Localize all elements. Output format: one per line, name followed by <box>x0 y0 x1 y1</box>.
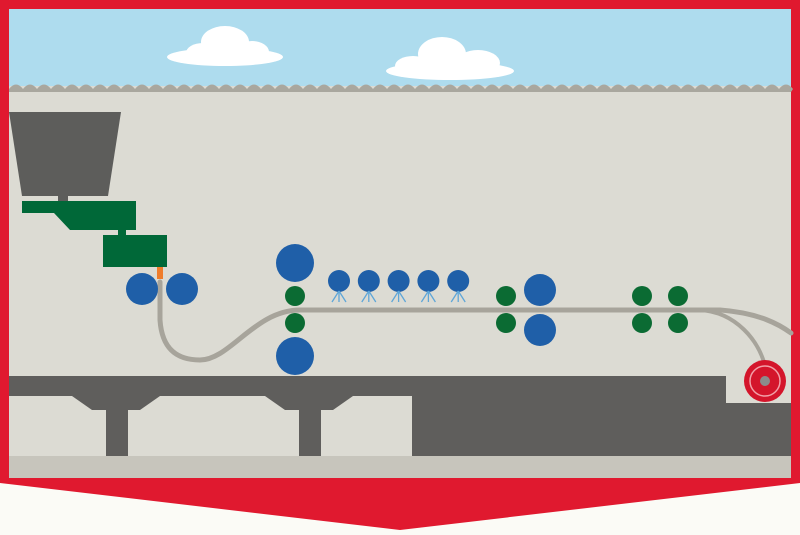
roller-icon <box>668 286 688 306</box>
roller-icon <box>166 273 198 305</box>
spray-nozzle-icon <box>417 270 440 303</box>
roller-icon <box>276 337 314 375</box>
metal-strip <box>157 279 794 363</box>
spray-nozzle-icon <box>328 270 350 303</box>
table-support-left <box>106 408 128 456</box>
wall-edge <box>9 84 793 92</box>
roller-icon <box>632 286 652 306</box>
table-support-right <box>299 408 321 456</box>
spray-nozzle-icon <box>447 270 470 303</box>
roller-icon <box>524 314 556 346</box>
sky <box>9 9 791 89</box>
cloud-icon <box>386 37 514 80</box>
feeder-connector <box>118 230 126 236</box>
hopper-spout <box>58 196 68 202</box>
mill-base <box>412 376 726 456</box>
coil-icon <box>744 360 786 402</box>
roller-icon <box>524 274 556 306</box>
feeder-icon <box>22 201 136 230</box>
roller-icon <box>632 313 652 333</box>
roller-icon <box>285 313 305 333</box>
conveyor-table <box>9 376 412 396</box>
cooling-sprays <box>328 270 470 303</box>
melt-stream <box>157 267 163 279</box>
coiler-base <box>726 403 791 456</box>
hopper-icon <box>9 112 121 196</box>
floor-strip <box>9 456 791 478</box>
roller-icon <box>668 313 688 333</box>
roller-icon <box>126 273 158 305</box>
feeder-icon <box>103 235 167 267</box>
spray-nozzle-icon <box>387 270 410 303</box>
spray-nozzle-icon <box>357 270 380 303</box>
table-support-left-cap <box>72 396 160 410</box>
roller-icon <box>285 286 305 306</box>
roller-icon <box>496 313 516 333</box>
cloud-icon <box>167 26 283 66</box>
roller-icon <box>276 244 314 282</box>
table-support-right-cap <box>265 396 353 410</box>
roller-icon <box>496 286 516 306</box>
